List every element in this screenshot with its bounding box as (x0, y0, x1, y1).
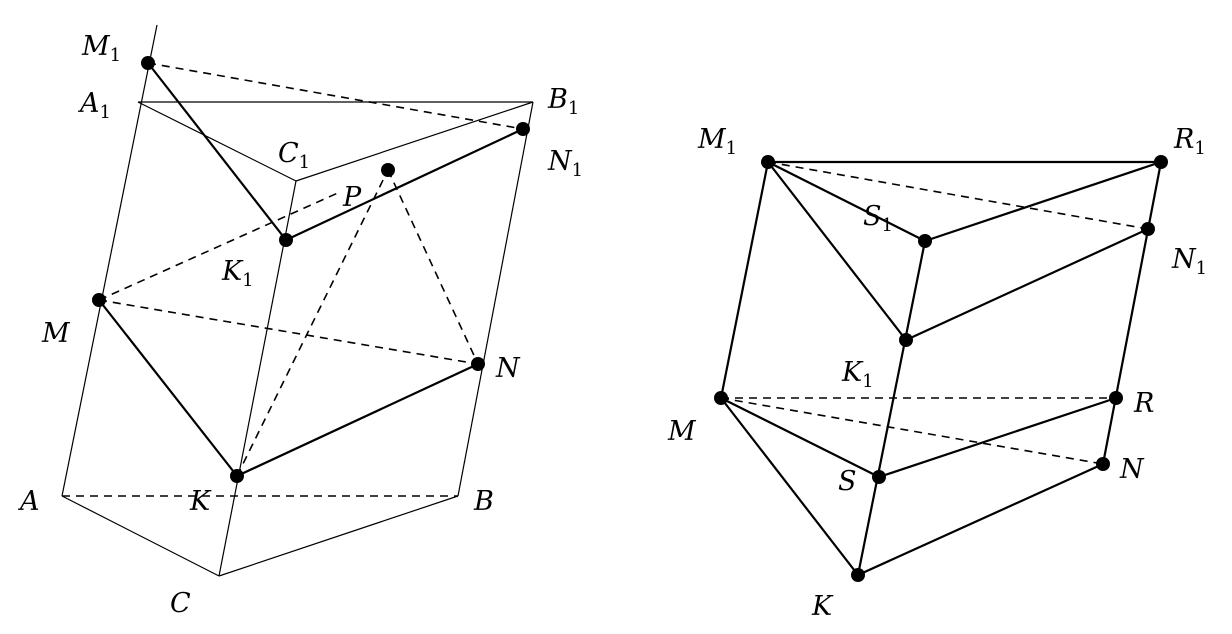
label-K: K (811, 591, 834, 622)
left-prism-figure: M1 A1 B1 C1 P N1 K1 M N K A B C (17, 24, 583, 619)
segment-K1-N1 (905, 228, 1149, 341)
edge-B-B1 (457, 101, 534, 497)
segment-M-N (98, 299, 479, 365)
label-N: N (495, 353, 521, 384)
point-S (872, 470, 886, 484)
point-R (1109, 391, 1123, 405)
point-N1 (1141, 222, 1155, 236)
point-K (230, 469, 244, 483)
label-C: C (170, 588, 191, 619)
label-B: B (473, 486, 494, 517)
point-M (92, 293, 106, 307)
label-K1: K1 (221, 256, 254, 291)
point-N1 (516, 122, 530, 136)
point-M (714, 391, 728, 405)
segment-M-K (720, 397, 859, 576)
edge-C1-B1 (295, 101, 534, 182)
point-P (381, 163, 395, 177)
segment-M1-N1 (767, 161, 1149, 230)
edge-C-B (218, 495, 459, 577)
label-M: M (667, 416, 697, 447)
segment-S1-R1 (924, 160, 1162, 243)
label-M1: M1 (81, 31, 121, 66)
segment-S-R (878, 396, 1117, 479)
label-A1: A1 (77, 88, 111, 123)
segment-M1-K1 (147, 62, 287, 241)
label-K1: K1 (841, 357, 874, 392)
label-M: M (41, 318, 71, 349)
segment-M1-N1 (147, 62, 524, 130)
segment-M-K (98, 299, 238, 477)
point-M1 (761, 155, 775, 169)
right-points (714, 155, 1168, 582)
segment-M1-M (719, 161, 770, 399)
point-S1 (918, 234, 932, 248)
label-N1: N1 (547, 146, 583, 181)
label-P: P (342, 182, 362, 213)
edge-A-C (61, 495, 220, 577)
segment-M-P (98, 191, 341, 301)
point-N (1096, 457, 1110, 471)
edge-C-C1 (218, 180, 297, 577)
label-N: N (1119, 454, 1145, 485)
edge-A1-C1 (137, 101, 297, 182)
segment-P-N (387, 169, 479, 365)
point-M1 (141, 56, 155, 70)
point-R1 (1154, 155, 1168, 169)
label-S1: S1 (863, 201, 893, 236)
label-M1: M1 (697, 124, 737, 159)
segment-M-S (720, 397, 880, 478)
segment-K1-N1 (285, 128, 524, 241)
label-A: A (17, 486, 40, 517)
label-C1: C1 (278, 138, 310, 173)
point-K1 (279, 233, 293, 247)
segment-K-P (236, 169, 389, 477)
label-R: R (1133, 388, 1154, 419)
segment-R1-N (1101, 161, 1163, 465)
label-R1: R1 (1173, 124, 1206, 159)
segment-M1-K1 (767, 161, 907, 341)
segment-K-N (857, 462, 1104, 577)
right-prism-figure: M1 R1 S1 N1 K1 M R S N K (667, 124, 1207, 622)
point-K (851, 568, 865, 582)
label-B1: B1 (547, 84, 579, 119)
point-K1 (899, 333, 913, 347)
label-S: S (838, 466, 857, 497)
point-N (471, 357, 485, 371)
label-N1: N1 (1171, 244, 1207, 279)
label-K: K (189, 486, 212, 517)
edge-A-A1 (61, 24, 158, 497)
segment-M1-S1 (767, 161, 926, 242)
segment-S1-K (856, 240, 927, 576)
left-points (92, 56, 530, 483)
segment-M-N (720, 397, 1104, 465)
segment-K-N (236, 363, 479, 477)
